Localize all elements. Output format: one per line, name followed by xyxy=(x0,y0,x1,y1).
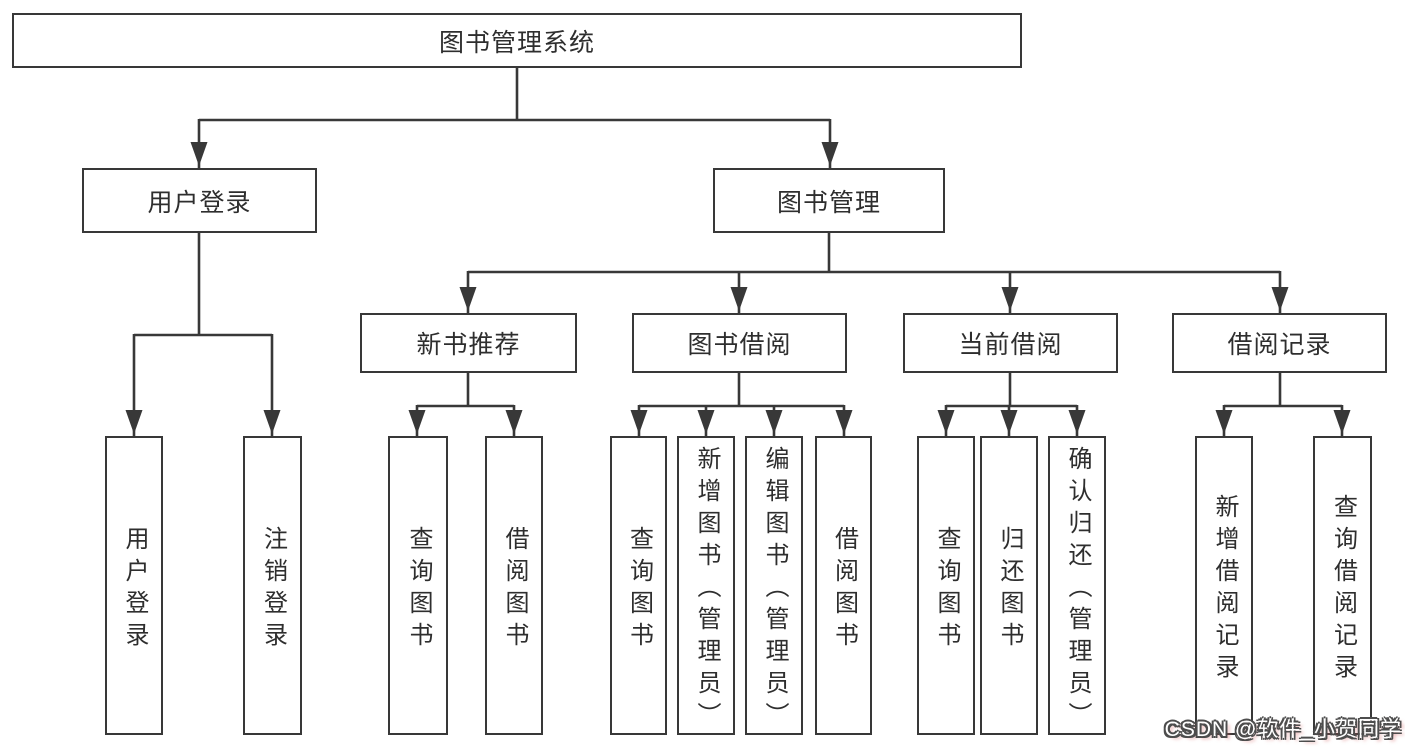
leaf-borrow-book-2: 借阅图书 xyxy=(815,436,872,735)
node-book-management: 图书管理 xyxy=(713,168,945,233)
leaf-label: 注销登录 xyxy=(259,525,287,654)
leaf-query-book-1: 查询图书 xyxy=(388,436,448,735)
leaf-add-borrow-record: 新增借阅记录 xyxy=(1195,436,1253,735)
leaf-user-login: 用户登录 xyxy=(105,436,163,735)
leaf-label: 新增图书（管理员） xyxy=(693,445,720,734)
connector-root-to-level2 xyxy=(190,68,839,168)
leaf-query-book-3: 查询图书 xyxy=(917,436,975,735)
leaf-add-book-admin: 新增图书（管理员） xyxy=(677,436,735,735)
leaf-logout: 注销登录 xyxy=(243,436,302,735)
connector-current-borrow-children xyxy=(937,373,1086,436)
node-user-login: 用户登录 xyxy=(82,168,317,233)
node-new-book-recommend: 新书推荐 xyxy=(360,313,577,373)
leaf-label: 编辑图书（管理员） xyxy=(761,445,788,734)
connector-new-book-children xyxy=(408,373,523,436)
leaf-borrow-book-1: 借阅图书 xyxy=(485,436,543,735)
node-borrow-records: 借阅记录 xyxy=(1172,313,1387,373)
node-current-borrow: 当前借阅 xyxy=(903,313,1118,373)
leaf-label: 确认归还（管理员） xyxy=(1064,445,1091,734)
leaf-return-book: 归还图书 xyxy=(980,436,1038,735)
connector-book-management-children xyxy=(459,233,1289,313)
leaf-label: 新增借阅记录 xyxy=(1211,493,1238,686)
connector-book-borrow-children xyxy=(630,373,853,436)
leaf-label: 查询借阅记录 xyxy=(1329,493,1357,686)
connector-user-login-children xyxy=(125,233,281,436)
leaf-label: 归还图书 xyxy=(996,525,1023,654)
node-root: 图书管理系统 xyxy=(12,13,1022,68)
leaf-label: 借阅图书 xyxy=(501,525,528,654)
leaf-query-borrow-record: 查询借阅记录 xyxy=(1313,436,1372,735)
node-book-borrow: 图书借阅 xyxy=(632,313,847,373)
leaf-label: 借阅图书 xyxy=(830,525,858,654)
leaf-label: 查询图书 xyxy=(405,525,432,654)
leaf-label: 查询图书 xyxy=(933,525,960,654)
leaf-confirm-return-admin: 确认归还（管理员） xyxy=(1048,436,1106,735)
connector-borrow-records-children xyxy=(1215,373,1351,436)
leaf-edit-book-admin: 编辑图书（管理员） xyxy=(745,436,803,735)
leaf-label: 用户登录 xyxy=(121,525,148,654)
watermark: CSDN @软件_小贺同学 xyxy=(1164,718,1402,741)
leaf-label: 查询图书 xyxy=(625,525,653,654)
leaf-query-book-2: 查询图书 xyxy=(610,436,667,735)
